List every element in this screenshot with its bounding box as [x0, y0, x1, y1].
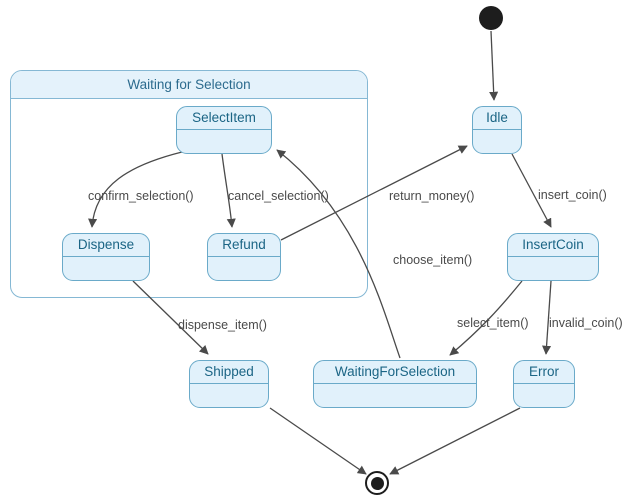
state-dispense-body	[63, 257, 149, 280]
transition-refund-to-idle	[280, 145, 468, 241]
transition-label-choose-item: choose_item()	[393, 253, 473, 267]
transition-label-return-money: return_money()	[389, 189, 475, 203]
transition-label-confirm-selection: confirm_selection()	[88, 189, 194, 203]
state-shipped[interactable]: Shipped	[189, 360, 269, 408]
transition-label-invalid-coin: invalid_coin()	[549, 316, 623, 330]
state-error-body	[514, 384, 574, 407]
transition-insertcoin-to-waitingforselection	[449, 280, 523, 356]
state-insertcoin[interactable]: InsertCoin	[507, 233, 599, 281]
state-idle-label: Idle	[473, 107, 521, 130]
final-state-icon	[365, 471, 389, 495]
state-waitingforselection[interactable]: WaitingForSelection	[313, 360, 477, 408]
initial-state-icon	[479, 6, 503, 30]
state-selectitem-label: SelectItem	[177, 107, 271, 130]
transition-initial-to-idle	[489, 30, 499, 101]
transition-label-cancel-selection: cancel_selection()	[228, 189, 329, 203]
state-refund-body	[208, 257, 280, 280]
state-refund-label: Refund	[208, 234, 280, 257]
state-waitingforselection-body	[314, 384, 476, 407]
final-state-inner-dot	[370, 476, 384, 490]
transition-error-to-final	[389, 407, 521, 475]
state-selectitem-body	[177, 130, 271, 153]
state-waitingforselection-label: WaitingForSelection	[314, 361, 476, 384]
state-insertcoin-label: InsertCoin	[508, 234, 598, 257]
state-dispense-label: Dispense	[63, 234, 149, 257]
transition-insertcoin-to-error	[542, 280, 552, 355]
transition-label-insert-coin: insert_coin()	[538, 188, 607, 202]
transition-waitingforselection-to-selectitem	[276, 149, 401, 359]
state-shipped-label: Shipped	[190, 361, 268, 384]
transition-label-dispense-item: dispense_item()	[178, 318, 267, 332]
transition-dispense-to-shipped	[132, 280, 209, 355]
transition-selectitem-to-dispense	[88, 151, 183, 228]
state-error[interactable]: Error	[513, 360, 575, 408]
state-idle[interactable]: Idle	[472, 106, 522, 154]
transition-selectitem-to-refund	[221, 153, 236, 228]
state-shipped-body	[190, 384, 268, 407]
state-idle-body	[473, 130, 521, 153]
transition-idle-to-insertcoin	[511, 153, 552, 228]
composite-state-title: Waiting for Selection	[11, 71, 367, 99]
transition-shipped-to-final	[269, 407, 367, 475]
state-selectitem[interactable]: SelectItem	[176, 106, 272, 154]
state-refund[interactable]: Refund	[207, 233, 281, 281]
state-dispense[interactable]: Dispense	[62, 233, 150, 281]
state-error-label: Error	[514, 361, 574, 384]
transition-label-select-item: select_item()	[457, 316, 529, 330]
state-insertcoin-body	[508, 257, 598, 280]
